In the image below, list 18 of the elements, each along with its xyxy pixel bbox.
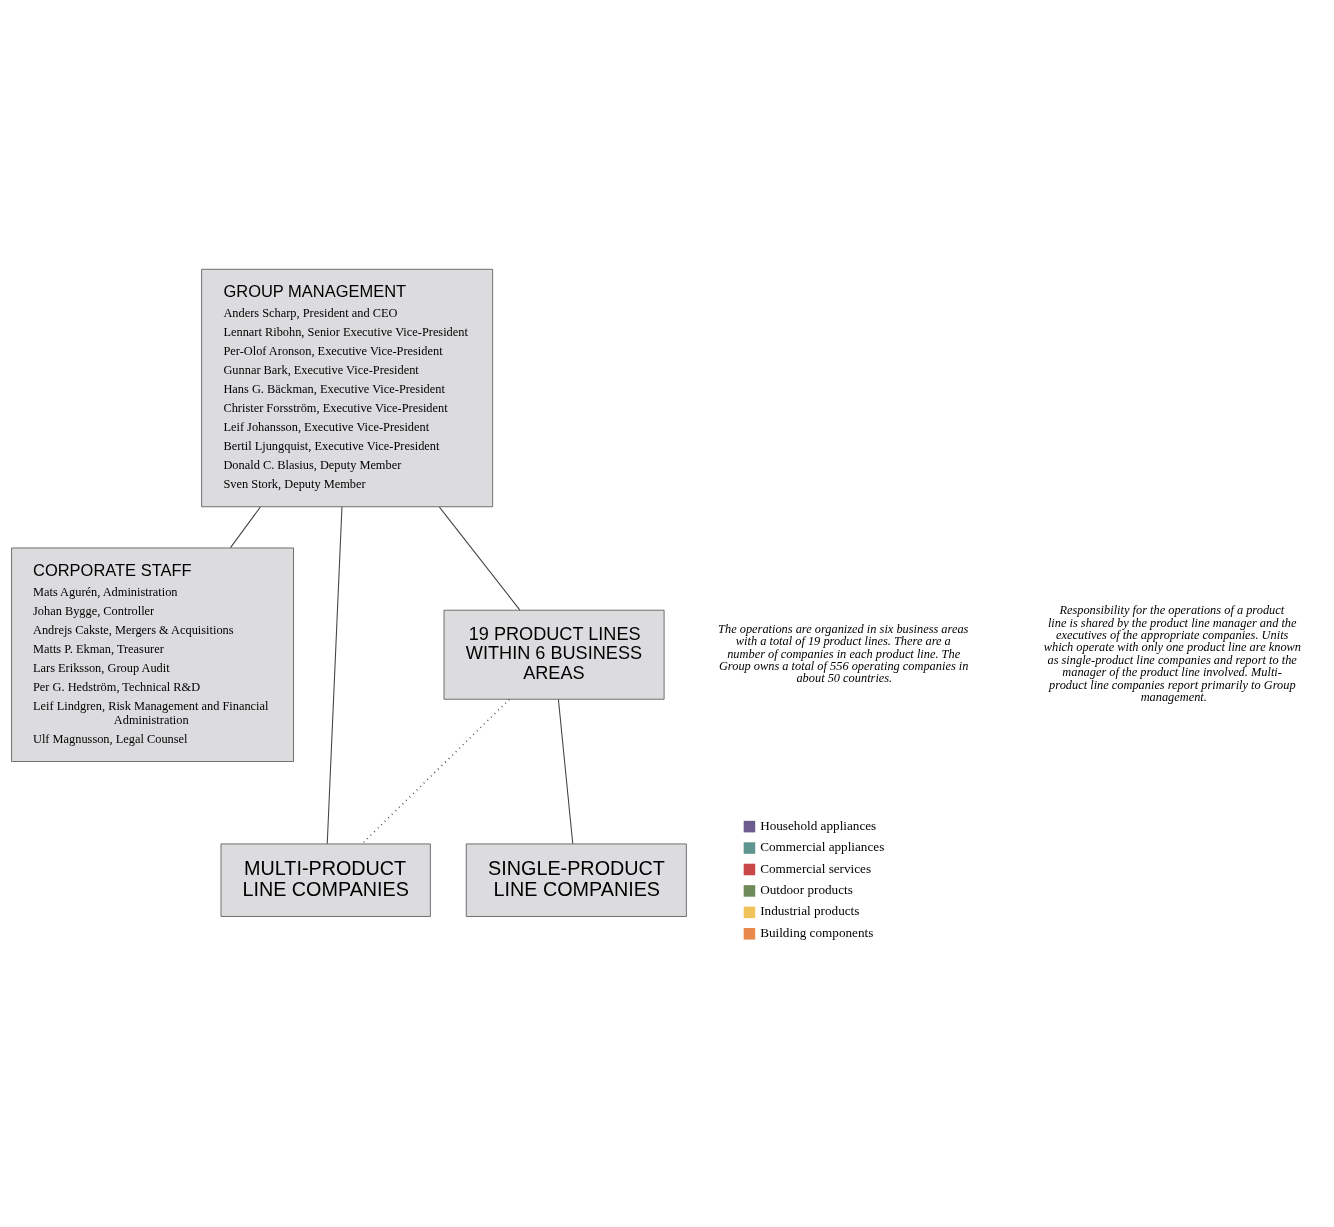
connector <box>361 698 511 845</box>
node-box: CORPORATE STAFF Mats Agurén, Administration Johan Bygge, Controller Andrejs Cakste, Mergers & Acquisitions Matts P. Ekman, Treasurer Lars Eriksson, Group Audit Per G. Hedström, Technical R&D Leif Lindgren, Risk Management and Financial Administration Ulf Magnusson, Legal Counsel <box>11 547 294 762</box>
connector <box>557 698 574 845</box>
connector <box>230 506 261 549</box>
legend-label: Household appliances <box>760 817 877 833</box>
connector <box>438 506 521 611</box>
legend-label: Outdoor products <box>760 882 853 898</box>
node-box: 19 PRODUCT LINES WITHIN 6 BUSINESS AREAS <box>443 609 665 700</box>
label: The operations are organized in six business areas with a total of 19 product lines. There are a number of companies in each product line. The Group owns a total of 556 operating companies in about 50 countries. <box>718 621 969 686</box>
legend-label: Commercial appliances <box>760 839 885 855</box>
legend-label: Building components <box>760 924 874 940</box>
legend-label: Commercial services <box>760 860 872 876</box>
label: Responsibility for the operations of a product line is shared by the product line manager and the executives of the appropriate companies. Units which operate with only one product line are known as single-product line companies and report to the manager of the product line involved. Multi-product line companies report primarily to Group management. <box>1043 603 1301 704</box>
node-box: GROUP MANAGEMENT Anders Scharp, President and CEO Lennart Ribohn, Senior Executive Vice-President Per-Olof Aronson, Executive Vice-President Gunnar Bark, Executive Vice-President Hans G. Bäckman, Executive Vice-President Christer Forsström, Executive Vice-President Leif Johansson, Executive Vice-President Bertil Ljungquist, Executive Vice-President Donald C. Blasius, Deputy Member Sven Stork, Deputy Member <box>201 268 494 508</box>
node-box: SINGLE-PRODUCT LINE COMPANIES <box>465 843 687 917</box>
node-box: MULTI-PRODUCT LINE COMPANIES <box>220 843 431 917</box>
connector <box>326 506 343 845</box>
legend-label: Industrial products <box>760 903 860 919</box>
